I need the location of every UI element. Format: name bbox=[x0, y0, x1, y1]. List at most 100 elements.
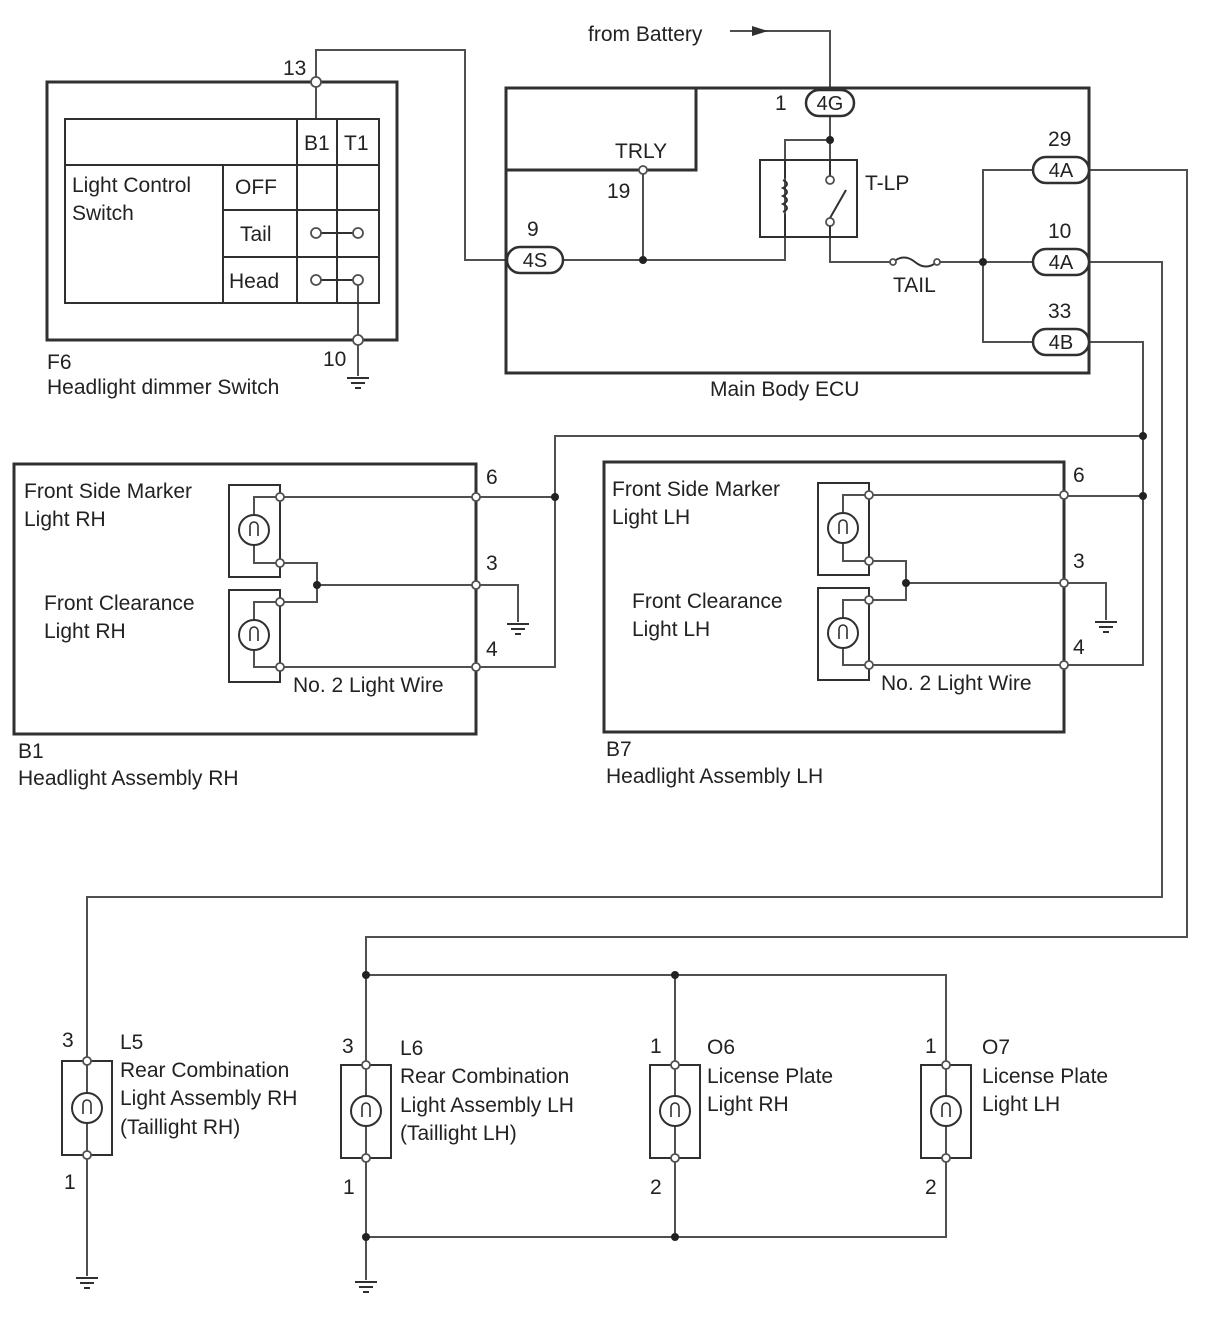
component-code: B1 bbox=[18, 740, 44, 763]
component-name: Light RH bbox=[707, 1093, 789, 1116]
component-code: O7 bbox=[982, 1036, 1010, 1059]
wire-label: No. 2 Light Wire bbox=[881, 672, 1032, 695]
junction-dot bbox=[313, 581, 321, 589]
terminal-icon bbox=[638, 165, 648, 175]
battery-arrow-icon bbox=[752, 26, 768, 36]
junction-dot bbox=[1139, 492, 1147, 500]
ground-icon bbox=[346, 377, 370, 389]
contact-tail-icon bbox=[310, 227, 364, 239]
contact-head-icon bbox=[310, 274, 364, 286]
wire-4a-to-rear-rh bbox=[86, 261, 1163, 1061]
pin-label: 1 bbox=[775, 92, 787, 115]
connector-4a-10 bbox=[1031, 247, 1091, 277]
row-label: Tail bbox=[240, 223, 272, 246]
bulb-icon bbox=[659, 1095, 691, 1127]
pin-label: 6 bbox=[486, 466, 498, 489]
wire-ecu-bus bbox=[982, 169, 1033, 343]
trly-block bbox=[506, 88, 698, 172]
relay-label: T-LP bbox=[865, 172, 909, 195]
junction-dot bbox=[362, 971, 370, 979]
wire-rear-top-bus bbox=[366, 974, 947, 1065]
bulb-socket bbox=[228, 484, 281, 578]
component-name: License Plate bbox=[707, 1065, 833, 1088]
headlight-rh-outline bbox=[12, 462, 478, 736]
bulb-icon bbox=[827, 617, 859, 649]
headlight-dimmer-switch: 13 B1 T1 Light Control Switch OFF Tail H… bbox=[45, 57, 399, 399]
junction-dot bbox=[1139, 432, 1147, 440]
pin-label: 3 bbox=[1073, 550, 1085, 573]
component-name: Rear Combination bbox=[120, 1059, 289, 1082]
table-title: Light Control Switch bbox=[72, 174, 197, 225]
component-code: F6 bbox=[47, 351, 72, 374]
component-name: Rear Combination bbox=[400, 1065, 569, 1088]
column-header: B1 bbox=[304, 132, 330, 155]
junction-dot bbox=[362, 1233, 370, 1241]
pin-label: 10 bbox=[1048, 220, 1071, 243]
ground-icon bbox=[506, 623, 530, 635]
battery-wire bbox=[730, 30, 831, 90]
wire-rh-ground bbox=[476, 584, 519, 622]
pin-label: 3 bbox=[486, 552, 498, 575]
connector-label: 4A bbox=[1049, 160, 1074, 182]
ground-icon bbox=[75, 1277, 99, 1289]
relay-t-lp bbox=[759, 159, 858, 238]
row-label: Head bbox=[229, 270, 279, 293]
bulb-socket bbox=[817, 587, 870, 681]
bulb-icon bbox=[930, 1095, 962, 1127]
pin-label: 1 bbox=[64, 1171, 76, 1194]
pin-label: 33 bbox=[1048, 300, 1071, 323]
headlight-lh-outline bbox=[602, 460, 1066, 734]
pin-label: 2 bbox=[925, 1176, 937, 1199]
wire-dimmer-to-4s bbox=[315, 49, 507, 261]
wire-4b-to-lh bbox=[1064, 341, 1144, 666]
pin-label: 1 bbox=[925, 1035, 937, 1058]
component-code: L6 bbox=[400, 1037, 423, 1060]
component-code: B7 bbox=[606, 738, 632, 761]
pin-label: 4 bbox=[1073, 636, 1085, 659]
connector-label: 4A bbox=[1049, 252, 1074, 274]
pin-label: 13 bbox=[283, 57, 306, 80]
fuse-label: TAIL bbox=[893, 274, 936, 297]
bulb-icon bbox=[71, 1092, 103, 1124]
wire-rear-bottom-bus bbox=[366, 1158, 947, 1238]
component-name: Headlight dimmer Switch bbox=[47, 376, 279, 399]
pin-label: 3 bbox=[342, 1035, 354, 1058]
battery-label: from Battery bbox=[588, 23, 703, 46]
connector-4a-29 bbox=[1031, 155, 1091, 185]
pin-label: 9 bbox=[527, 218, 539, 241]
bulb-icon bbox=[238, 619, 270, 651]
junction-dot bbox=[671, 971, 679, 979]
connector-label: 4S bbox=[523, 250, 547, 272]
wire-4b-to-rh bbox=[476, 435, 1143, 668]
junction-dot bbox=[671, 1233, 679, 1241]
rear-combination-light-lh: 3 1 L6 Rear Combination Light Assembly L… bbox=[340, 1035, 574, 1293]
pin-label: 19 bbox=[607, 180, 630, 203]
component-name: Headlight Assembly RH bbox=[18, 767, 239, 790]
junction-dots bbox=[313, 136, 1147, 1241]
connector-4g bbox=[804, 88, 856, 118]
wire-relay-to-fuse bbox=[829, 237, 893, 263]
pin-label: 29 bbox=[1048, 128, 1071, 151]
connector-label: 4G bbox=[817, 93, 844, 115]
junction-dot bbox=[826, 136, 834, 144]
wire-4a-to-rear-lh bbox=[365, 169, 1188, 1065]
component-name: (Taillight LH) bbox=[400, 1122, 517, 1145]
relay-contact-icon bbox=[825, 175, 835, 185]
junction-dot bbox=[639, 256, 647, 264]
component-name: Headlight Assembly LH bbox=[606, 765, 823, 788]
component-code: O6 bbox=[707, 1036, 735, 1059]
ground-icon bbox=[1094, 621, 1118, 633]
pin-label: 1 bbox=[343, 1176, 355, 1199]
pin-label: 4 bbox=[486, 638, 498, 661]
dimmer-outline bbox=[45, 80, 399, 342]
component-name: Main Body ECU bbox=[710, 378, 859, 401]
pin-label: 6 bbox=[1073, 464, 1085, 487]
component-name: License Plate bbox=[982, 1065, 1108, 1088]
